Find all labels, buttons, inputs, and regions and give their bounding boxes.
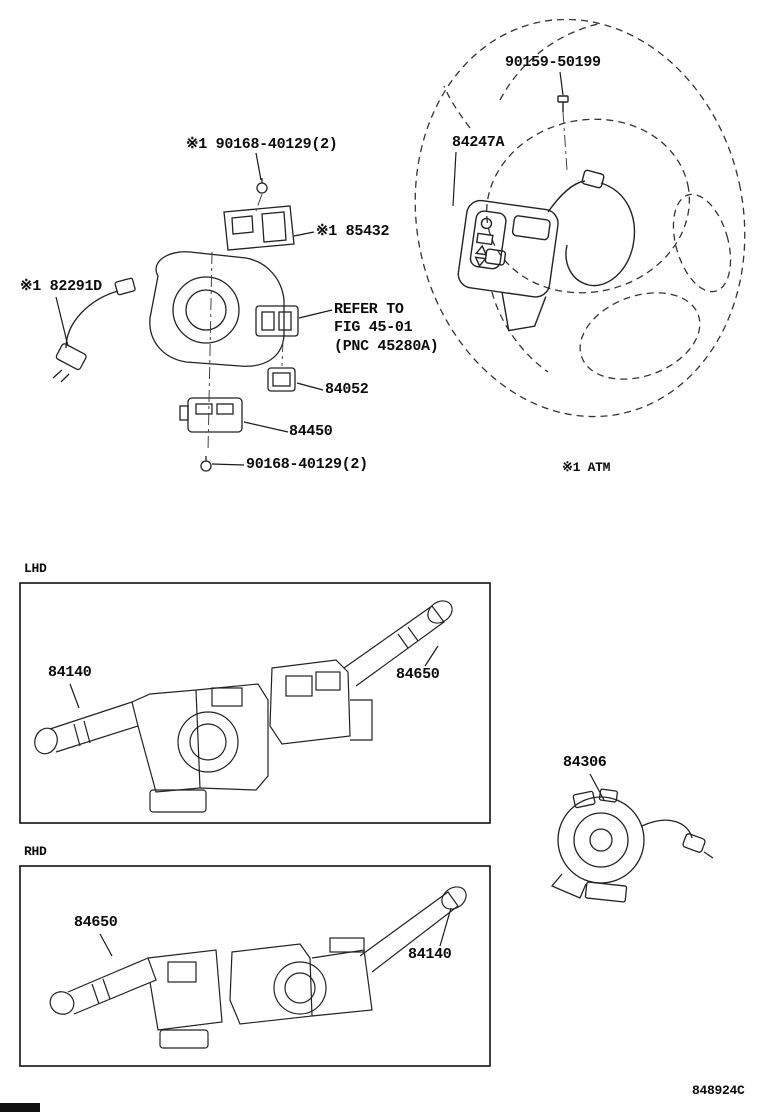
lhd-switch-assembly [34, 600, 453, 813]
spiral-cable-assembly [550, 788, 714, 903]
wheel-switch-module [457, 95, 636, 332]
part-number-84450: 84450 [289, 423, 333, 440]
part-number-90159-50199: 90159-50199 [505, 54, 601, 71]
rhd-switch-assembly [49, 886, 467, 1049]
leader-lines [55, 71, 605, 957]
assembly-axis-lines [207, 111, 568, 453]
part-number-84247A: 84247A [452, 134, 505, 151]
page-edge-artifact [0, 1103, 40, 1112]
part-number-90168-40129-top: ※1 90168-40129(2) [186, 136, 338, 153]
refer-note-line3: (PNC 45280A) [334, 338, 439, 355]
part-number-90168-40129-bottom: 90168-40129(2) [246, 456, 368, 473]
part-number-84052: 84052 [325, 381, 369, 398]
section-label-lhd: LHD [24, 561, 47, 576]
part-number-84650-rhd: 84650 [74, 914, 118, 931]
part-number-84140-rhd: 84140 [408, 946, 452, 963]
refer-note-line1: REFER TO [334, 301, 404, 318]
section-label-rhd: RHD [24, 844, 47, 859]
part-number-84306: 84306 [563, 754, 607, 771]
part-number-84140-lhd: 84140 [48, 664, 92, 681]
rhd-box [19, 865, 491, 1067]
part-number-82291D: ※1 82291D [20, 278, 102, 295]
diagram-code: 848924C [692, 1083, 745, 1098]
footnote-atm: ※1 ATM [562, 460, 611, 475]
lhd-box [19, 582, 491, 824]
combination-switch-assembly [52, 178, 299, 472]
part-number-85432: ※1 85432 [316, 223, 390, 240]
part-number-84650-lhd: 84650 [396, 666, 440, 683]
refer-note-line2: FIG 45-01 [334, 319, 413, 336]
